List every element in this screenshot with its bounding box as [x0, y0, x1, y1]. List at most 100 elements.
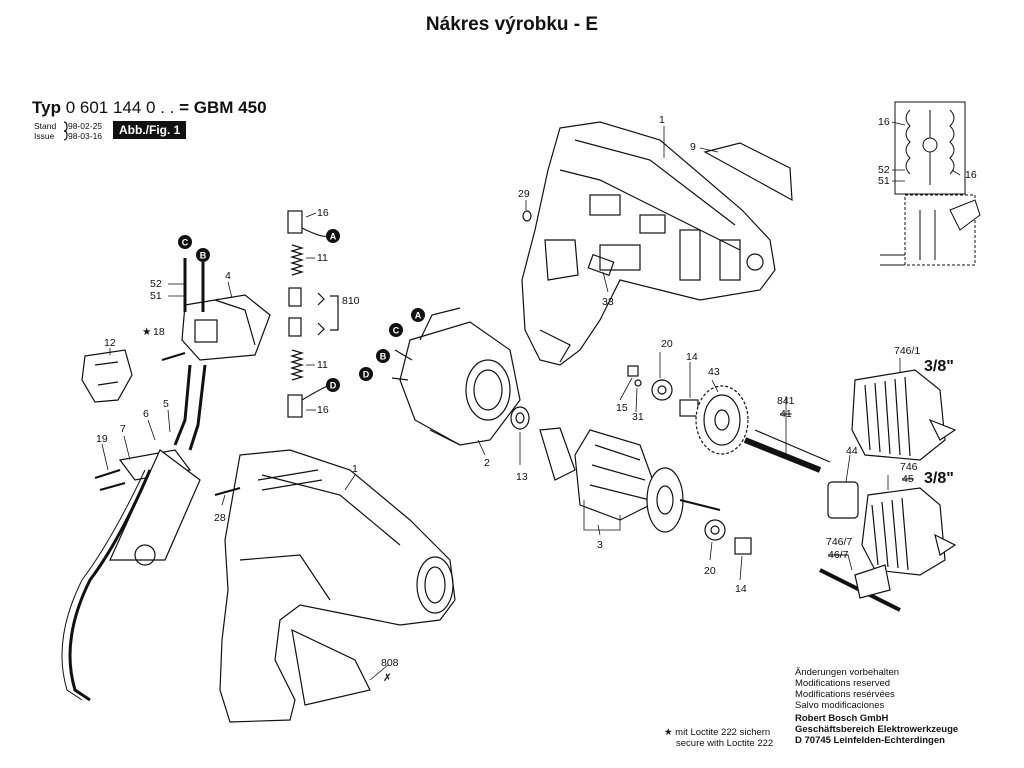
- connector-a-upper: [326, 229, 340, 243]
- spindle: [743, 437, 822, 473]
- wiring-schematic: [880, 101, 981, 266]
- part-label-9: 9: [690, 141, 696, 153]
- connector-markers: A D C B A C B D: [178, 229, 425, 392]
- connector-d-stator-label: D: [363, 370, 370, 380]
- connector-d-stator: [359, 367, 373, 381]
- label-plate: [703, 142, 793, 202]
- part-label-2: 2: [484, 457, 490, 469]
- connector-a-stator: [411, 308, 425, 322]
- part-label-51: 51: [150, 290, 162, 302]
- detent-part: [627, 365, 639, 377]
- part-label-3: 3: [597, 539, 603, 551]
- part-label-44: 44: [846, 445, 858, 457]
- note-mod-de: Änderungen vorbehalten: [795, 667, 900, 678]
- part-label-52: 52: [150, 278, 162, 290]
- part-label-14-top: 14: [686, 351, 698, 363]
- drive-gear: [695, 385, 749, 455]
- spacer-sleeve: [827, 481, 859, 519]
- part-label-16-top: 16: [317, 207, 329, 219]
- part-label-746-7: 746/7: [826, 536, 852, 548]
- housing-upper-half: [521, 121, 776, 366]
- brush-assembly: [287, 210, 339, 418]
- part-label-841-crossed: 41: [780, 408, 792, 420]
- part-label-28: 28: [214, 512, 226, 524]
- company-division: Geschäftsbereich Elektrowerkzeuge: [795, 724, 959, 735]
- part-label-6: 6: [143, 408, 149, 420]
- chuck-size-mid: 3/8": [924, 470, 954, 487]
- company-name: Robert Bosch GmbH: [795, 713, 889, 724]
- stamp-date-issue: 98-03-16: [68, 131, 103, 141]
- keyless-chuck-746-1: [851, 369, 957, 461]
- armature: [539, 427, 721, 533]
- connector-b-switch: [196, 248, 210, 262]
- part-label-19: 19: [96, 433, 108, 445]
- note-mod-es: Salvo modificaciones: [795, 700, 885, 711]
- part-label-746-7-crossed: 46/7: [828, 549, 849, 561]
- type-line: Typ 0 601 144 0 . . = GBM 450: [32, 98, 267, 118]
- part-label-15: 15: [616, 402, 628, 414]
- loctite-star-18: ★: [142, 326, 152, 338]
- part-label-1-lower: 1: [352, 463, 358, 475]
- bearing: [510, 406, 530, 430]
- part-label-7: 7: [120, 423, 126, 435]
- page-title: Nákres výrobku - E: [425, 14, 599, 35]
- loctite-note-en: secure with Loctite 222: [676, 738, 774, 749]
- part-label-746-1: 746/1: [894, 345, 920, 357]
- part-label-808: 808: [381, 657, 399, 669]
- part-label-841: 841: [777, 395, 795, 407]
- connector-b-stator-label: B: [380, 352, 387, 362]
- connector-a-upper-label: A: [330, 232, 337, 242]
- part-label-810: 810: [342, 295, 360, 307]
- connector-b-switch-label: B: [200, 251, 207, 261]
- connector-a-stator-label: A: [415, 311, 422, 321]
- part-label-11-top: 11: [317, 252, 328, 264]
- connector-c-switch: [178, 235, 192, 249]
- note-mod-en: Modifications reserved: [795, 678, 891, 689]
- o-ring: [522, 210, 532, 222]
- type-prefix: Typ: [32, 98, 61, 117]
- connector-c-switch-label: C: [182, 238, 189, 248]
- connector-d-lower-label: D: [330, 381, 337, 391]
- connector-d-lower: [326, 378, 340, 392]
- part-number-labels: 1 9 29 33 16 11 810 11 16 52 51 4 12 ★ 1…: [96, 114, 977, 684]
- part-label-11-bottom: 11: [317, 359, 328, 371]
- stator-field: [391, 307, 521, 446]
- part-label-43: 43: [708, 366, 720, 378]
- part-label-4: 4: [225, 270, 231, 282]
- part-label-29: 29: [518, 188, 530, 200]
- part-label-31: 31: [632, 411, 644, 423]
- switch-unit: [173, 258, 271, 451]
- wiring-label-52: 52: [878, 164, 890, 176]
- company-address: D 70745 Leinfelden-Echterdingen: [795, 735, 945, 746]
- part-label-5: 5: [163, 398, 169, 410]
- figure-badge: Abb./Fig. 1: [113, 121, 187, 139]
- part-label-13: 13: [516, 471, 528, 483]
- part-label-746: 746: [900, 461, 918, 473]
- chuck-size-top: 3/8": [924, 358, 954, 375]
- connector-b-stator: [376, 349, 390, 363]
- part-label-16-bottom: 16: [317, 404, 329, 416]
- wiring-label-16-left: 16: [878, 116, 890, 128]
- key-chuck-746: [861, 487, 957, 576]
- wiring-label-16-right: 16: [965, 169, 977, 181]
- loctite-star-icon: ★: [664, 727, 676, 738]
- part-label-746-crossed: 45: [902, 473, 914, 485]
- part-label-14-bottom: 14: [735, 583, 747, 595]
- housing-lower-half: [219, 449, 456, 723]
- part-label-20-bottom: 20: [704, 565, 716, 577]
- note-mod-fr: Modifications resérvées: [795, 689, 895, 700]
- part-label-12: 12: [104, 337, 116, 349]
- stamp-label-stand: Stand: [34, 121, 57, 131]
- loctite-note-de: mit Loctite 222 sichern: [675, 727, 771, 738]
- part-label-18: 18: [153, 326, 165, 338]
- loctite-note: ★ mit Loctite 222 sichern secure with Lo…: [664, 727, 773, 749]
- chuck-key-746-7: [819, 564, 901, 612]
- power-cable: [61, 449, 201, 702]
- type-model: = GBM 450: [179, 98, 267, 117]
- stamp-label-issue: Issue: [34, 131, 55, 141]
- part-label-808-cross: ✗: [383, 672, 392, 684]
- wiring-label-51: 51: [878, 175, 890, 187]
- part-label-20-top: 20: [661, 338, 673, 350]
- cable-clamp-cover: [81, 349, 133, 403]
